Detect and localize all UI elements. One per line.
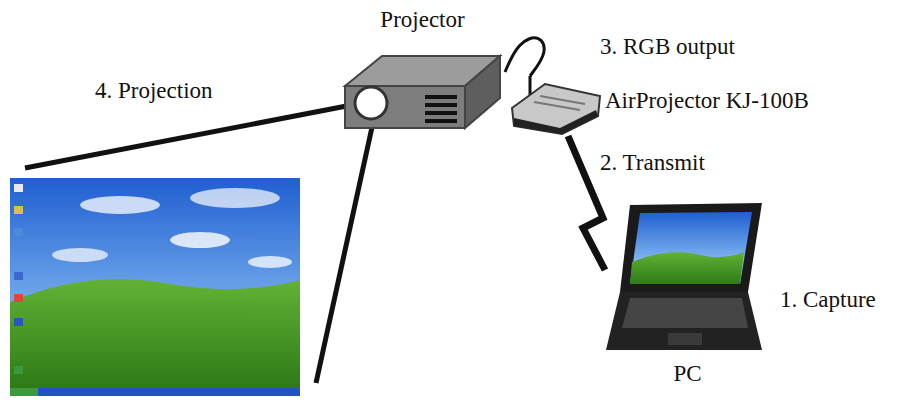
desktop-icon [14, 272, 23, 280]
node-label: Projector [380, 7, 464, 33]
projector-vent [425, 111, 457, 115]
device-groove [534, 102, 580, 110]
start-button [10, 388, 38, 396]
step-label: 4. Projection [95, 78, 213, 104]
projector-side [465, 56, 500, 128]
label-holder: 4. Projection [95, 78, 213, 104]
cloud [248, 256, 292, 268]
desktop-icon [14, 206, 23, 214]
wireless-link [568, 136, 605, 270]
projection-beam [25, 104, 357, 168]
node-label: PC [673, 361, 701, 387]
projector-vent [425, 103, 457, 107]
desktop-icon [14, 318, 23, 326]
node-label: AirProjector KJ-100B [605, 88, 809, 114]
edge-label: 2. Transmit [600, 150, 705, 176]
projector-vent [425, 95, 457, 99]
projector-vent [425, 119, 457, 123]
desktop-icon [14, 294, 23, 302]
desktop-icon [14, 184, 23, 192]
laptop-touchpad [668, 333, 702, 345]
device-front [514, 110, 598, 134]
edge-label: 3. RGB output [600, 34, 735, 60]
projected-screen [10, 178, 300, 396]
taskbar [10, 388, 300, 396]
projector-lens [355, 87, 387, 119]
label-holder: 1. Capture [780, 287, 876, 313]
pc-laptop: PC [605, 198, 770, 395]
device-body [512, 84, 600, 134]
cloud [190, 188, 280, 208]
desktop-icon [14, 228, 23, 236]
edge-label-holder: 3. RGB output [600, 34, 735, 60]
projector-front [345, 86, 465, 128]
projection-beam [316, 118, 374, 383]
laptop-base [606, 292, 762, 350]
desktop-icon [14, 366, 23, 374]
device-groove [540, 96, 585, 104]
cloud [52, 248, 108, 262]
screen-sky [10, 178, 300, 396]
screen-hill [10, 279, 300, 388]
step-label: 1. Capture [780, 287, 876, 313]
rgb-cable [505, 38, 544, 76]
laptop-lid [620, 203, 762, 292]
airprojector-device: AirProjector KJ-100B [505, 76, 875, 136]
laptop-wallpaper-hill [630, 252, 744, 284]
projector-unit: Projector [340, 5, 505, 135]
laptop-keyboard [622, 298, 748, 328]
airprojector-drawing [512, 76, 600, 134]
laptop-screen [630, 212, 752, 284]
edge-label-holder: 2. Transmit [600, 150, 705, 176]
cloud [170, 232, 230, 248]
laptop-drawing [606, 203, 762, 350]
cloud [80, 196, 160, 214]
projector-drawing [345, 56, 500, 128]
